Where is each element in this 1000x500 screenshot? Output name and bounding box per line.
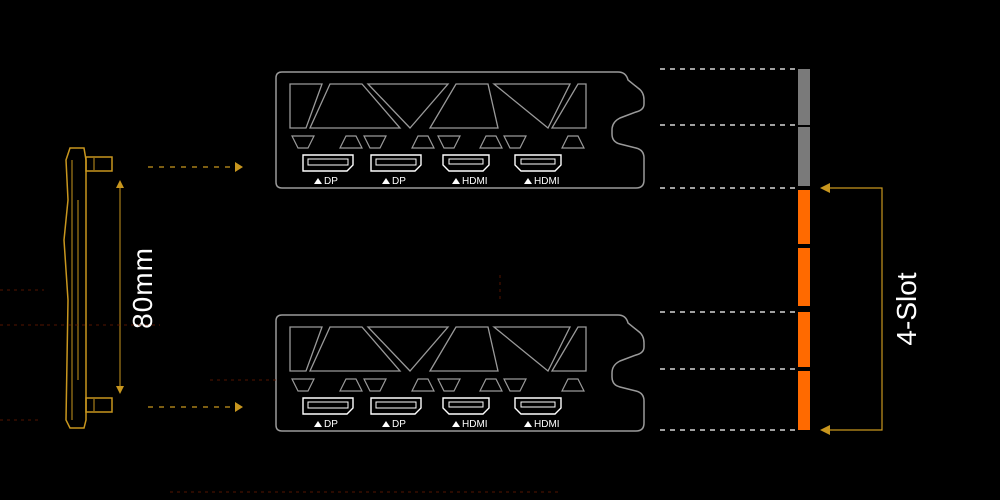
vent-triangle xyxy=(561,135,585,149)
vent-triangle xyxy=(503,378,527,392)
vent-slot xyxy=(428,326,499,372)
vent-triangle xyxy=(411,378,435,392)
vent-slot xyxy=(308,326,402,372)
vent-triangle xyxy=(479,135,503,149)
port-marker-icon xyxy=(452,178,460,184)
vent-slot xyxy=(366,83,450,129)
arrow-head-bottom xyxy=(235,402,243,412)
vent-triangle xyxy=(291,135,315,149)
hdmi-port: HDMI xyxy=(442,397,490,430)
vent-triangle xyxy=(363,135,387,149)
io-bracket-top: DP DP HDMI HDMI xyxy=(275,71,645,189)
vent-triangle xyxy=(561,378,585,392)
arrow-head-top xyxy=(235,162,243,172)
slot-segment-orange xyxy=(798,190,810,244)
vent-triangle xyxy=(479,378,503,392)
slot-label: 4-Slot xyxy=(891,272,922,345)
vent-triangle xyxy=(339,378,363,392)
four-slot-indicator: 4-Slot xyxy=(820,183,922,435)
vent-triangle xyxy=(291,378,315,392)
vent-triangle xyxy=(503,135,527,149)
vent-triangle xyxy=(437,135,461,149)
vent-slot xyxy=(492,83,572,130)
vent-triangle xyxy=(363,378,387,392)
hdmi-port: HDMI xyxy=(442,154,490,187)
slot-segment-orange xyxy=(798,312,810,367)
hdmi-port: HDMI xyxy=(514,154,562,187)
vent-triangle xyxy=(339,135,363,149)
slot-arrow-top xyxy=(820,183,830,193)
port-marker-icon xyxy=(452,421,460,427)
vent-slot xyxy=(366,326,450,372)
dimension-80mm: 80mm xyxy=(116,180,158,394)
displayport-port: DP xyxy=(370,397,422,430)
bracket-outline xyxy=(275,71,645,189)
io-bracket-bottom: DP DP HDMI HDMI xyxy=(275,314,645,432)
vent-slot xyxy=(289,326,323,372)
port-label: HDMI xyxy=(462,176,488,187)
port-label: DP xyxy=(392,419,406,430)
vent-triangle xyxy=(411,135,435,149)
port-label: DP xyxy=(324,419,338,430)
port-label: HDMI xyxy=(462,419,488,430)
port-marker-icon xyxy=(382,421,390,427)
displayport-port: DP xyxy=(370,154,422,187)
port-marker-icon xyxy=(314,421,322,427)
hdmi-port: HDMI xyxy=(514,397,562,430)
port-marker-icon xyxy=(382,178,390,184)
port-label: DP xyxy=(324,176,338,187)
vent-slot xyxy=(550,83,587,129)
vent-slot xyxy=(428,83,499,129)
background-artifacts xyxy=(0,275,560,493)
vent-triangle xyxy=(437,378,461,392)
side-profile-bracket xyxy=(63,147,113,429)
slot-segment-gray xyxy=(798,69,810,125)
port-label: HDMI xyxy=(534,176,560,187)
connector-arrows xyxy=(148,166,236,408)
displayport-port: DP xyxy=(302,154,354,187)
bracket-outline xyxy=(275,314,645,432)
dimension-label: 80mm xyxy=(127,247,158,329)
displayport-port: DP xyxy=(302,397,354,430)
port-marker-icon xyxy=(524,178,532,184)
vent-slot xyxy=(492,326,572,373)
bottom-screw-tab xyxy=(85,397,113,413)
port-marker-icon xyxy=(524,421,532,427)
top-screw-tab xyxy=(85,156,113,172)
port-label: DP xyxy=(392,176,406,187)
slot-scale-bar xyxy=(798,69,810,430)
port-marker-icon xyxy=(314,178,322,184)
vent-slot xyxy=(308,83,402,129)
vent-slot xyxy=(550,326,587,372)
port-label: HDMI xyxy=(534,419,560,430)
slot-segment-orange xyxy=(798,371,810,430)
vent-slot xyxy=(289,83,323,129)
slot-guide-lines xyxy=(660,68,795,431)
slot-segment-orange xyxy=(798,248,810,306)
slot-segment-gray xyxy=(798,127,810,186)
slot-arrow-bottom xyxy=(820,425,830,435)
